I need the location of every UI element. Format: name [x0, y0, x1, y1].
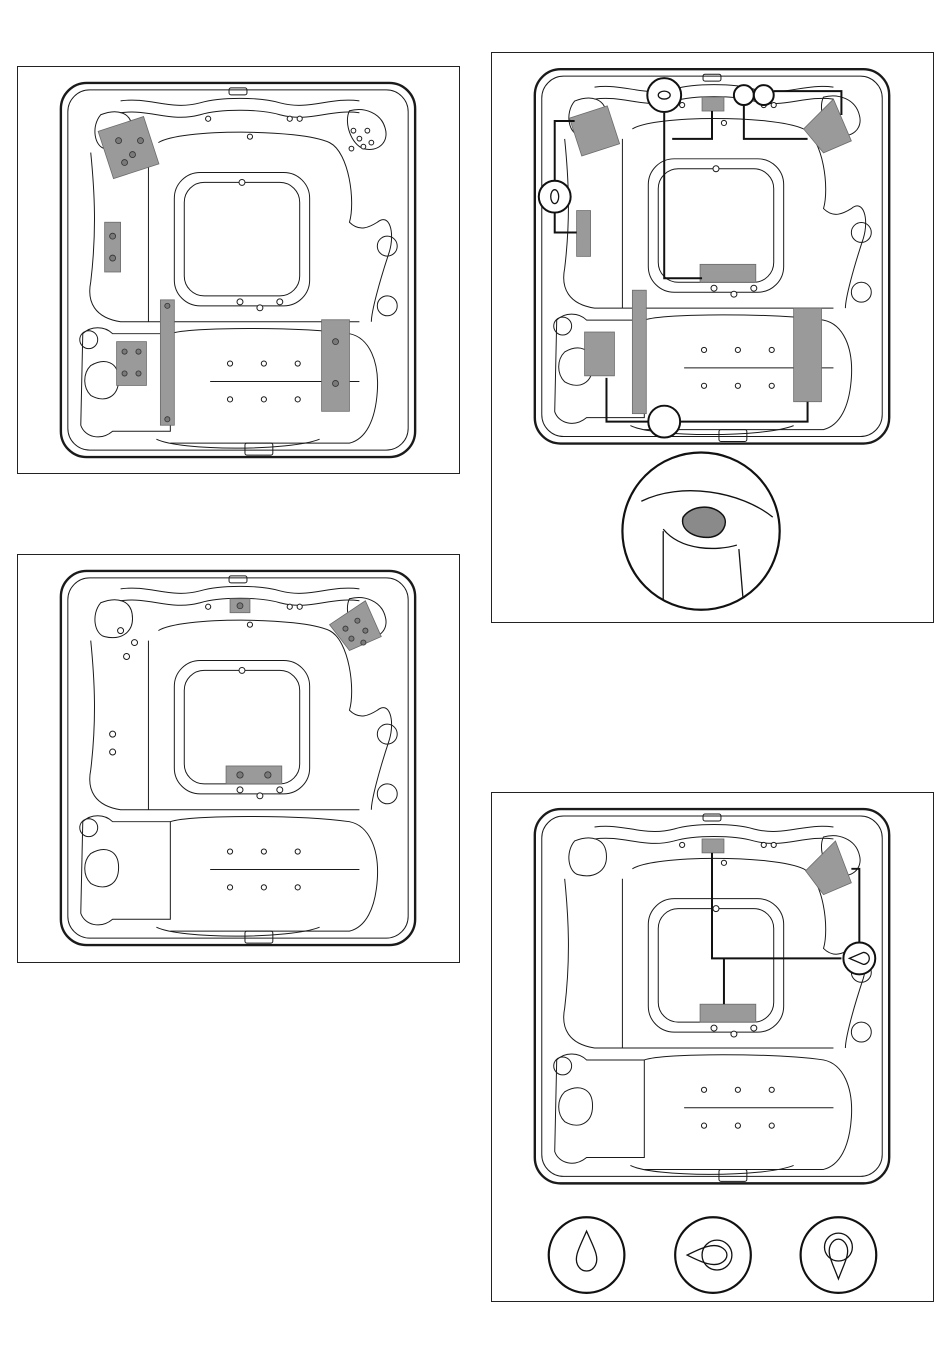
hot-tub-plan-icon: [492, 793, 933, 1301]
callout-circle-bottom: [648, 406, 680, 438]
diverter-knob-icon: [622, 452, 779, 609]
highlight-zone-right-bench: [794, 308, 822, 402]
highlight-zone-lounger-bar: [160, 300, 174, 425]
callout-circle-top-right-2: [754, 85, 774, 105]
highlight-zone-footwell: [700, 1004, 756, 1022]
figure-panel-a: [17, 66, 460, 474]
highlight-zone-footwell: [700, 264, 756, 282]
highlight-zone-lounger-back: [585, 332, 615, 376]
callout-circle-left: [539, 181, 571, 213]
highlight-zone-top-center: [702, 839, 724, 853]
hot-tub-plan-icon: [492, 53, 933, 622]
air-control-knob-icon: [549, 1217, 877, 1293]
highlight-zone-right-bench: [322, 320, 350, 412]
highlight-zone-lounger-bar: [632, 290, 646, 413]
highlight-zone-footwell: [226, 766, 282, 784]
figure-panel-d: [491, 792, 934, 1302]
highlight-zone-side-seat: [105, 222, 121, 272]
highlight-zone-top-center: [702, 97, 724, 111]
figure-panel-b: [17, 554, 460, 963]
hot-tub-plan-icon: [18, 67, 459, 473]
highlight-zone-lounger-back: [117, 342, 147, 386]
figure-panel-c: [491, 52, 934, 623]
callout-circle-top: [647, 78, 681, 112]
highlight-zone-side-seat: [577, 211, 591, 257]
callout-circle-top-right-1: [734, 85, 754, 105]
hot-tub-plan-icon: [18, 555, 459, 962]
